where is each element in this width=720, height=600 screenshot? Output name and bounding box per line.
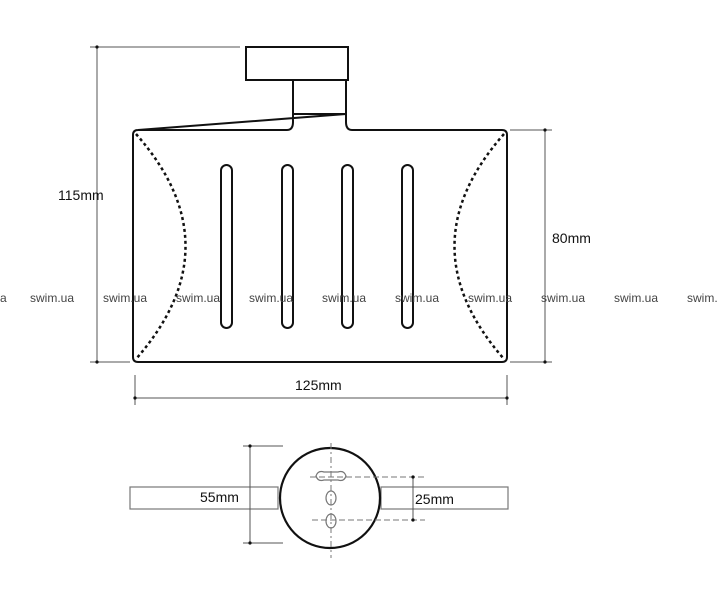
mount-plate: [245, 46, 349, 81]
watermark: swim.ua: [541, 291, 585, 305]
dim-height-total: 115mm: [58, 187, 104, 203]
watermark: swim.ua: [30, 291, 74, 305]
watermark: swim.ua: [103, 291, 147, 305]
screw-hole: [325, 513, 337, 529]
drain-slots: [220, 164, 414, 329]
dim-height-body: 80mm: [552, 230, 591, 246]
mount-view: [129, 443, 509, 558]
watermark: swim.: [687, 291, 718, 305]
watermark-row: a swim.ua swim.ua swim.ua swim.ua swim.u…: [0, 291, 718, 305]
watermark: swim.ua: [614, 291, 658, 305]
dim-width: 125mm: [295, 377, 342, 393]
watermark: swim.ua: [395, 291, 439, 305]
dotted-arc-right: [453, 133, 505, 360]
watermark: swim.ua: [249, 291, 293, 305]
mount-neck: [292, 80, 347, 115]
watermark: swim.ua: [176, 291, 220, 305]
dim-mount-diameter: 55mm: [200, 489, 239, 505]
dotted-arc-left: [135, 133, 187, 360]
dim-hole-spacing: 25mm: [415, 491, 454, 507]
mount-bar: [129, 486, 279, 510]
dimension-lines: [90, 45, 552, 405]
mount-circle: [278, 446, 382, 550]
screw-hole: [325, 490, 337, 506]
keyhole-slot: [315, 470, 347, 482]
front-view: [132, 46, 508, 363]
watermark: swim.ua: [322, 291, 366, 305]
soap-dish-body: [132, 112, 508, 363]
watermark: swim.ua: [468, 291, 512, 305]
watermark: a: [0, 291, 7, 305]
